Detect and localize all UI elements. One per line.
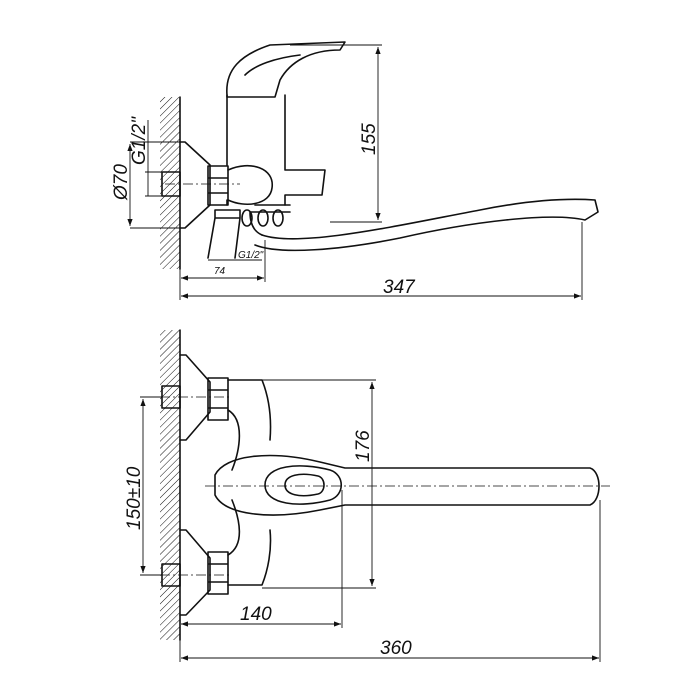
hex-nut bbox=[207, 551, 229, 595]
diverter-ring bbox=[241, 209, 253, 227]
lever-detail bbox=[244, 54, 301, 76]
top-view: 150±10 176 140 360 bbox=[124, 329, 610, 662]
hex-nut bbox=[207, 377, 229, 421]
height-label: 155 bbox=[359, 123, 380, 155]
flange-diameter-label: Ø70 bbox=[111, 164, 132, 201]
lever-recess bbox=[284, 473, 325, 497]
lever-handle bbox=[264, 465, 343, 505]
flange bbox=[179, 354, 211, 441]
outlet-offset-label: 74 bbox=[214, 266, 226, 277]
body-width-label: 176 bbox=[353, 430, 374, 462]
total-length-label: 360 bbox=[380, 638, 412, 659]
swivel-spout bbox=[254, 198, 599, 252]
diverter bbox=[249, 204, 291, 236]
inlet-spacing-label: 150±10 bbox=[124, 466, 145, 530]
side-view: Ø70 G1/2" 155 G1/2" 74 347 bbox=[111, 41, 599, 300]
flange bbox=[179, 141, 211, 229]
outlet-thread bbox=[207, 209, 241, 259]
spout-reach-label: 347 bbox=[383, 277, 416, 298]
diverter-ring bbox=[257, 209, 269, 227]
handle-offset-label: 140 bbox=[240, 604, 272, 625]
eccentric-union bbox=[227, 164, 273, 206]
wall-hatch bbox=[160, 330, 180, 640]
outlet-thread-label: G1/2" bbox=[238, 250, 264, 261]
body bbox=[226, 94, 326, 206]
body bbox=[227, 379, 272, 586]
wall-hatch bbox=[160, 97, 180, 269]
handle-and-spout bbox=[214, 454, 600, 516]
diverter-ring bbox=[272, 209, 284, 227]
lever-handle bbox=[226, 41, 346, 98]
hex-nut bbox=[207, 165, 229, 206]
inlet-thread-label: G1/2" bbox=[129, 116, 150, 165]
flange bbox=[179, 529, 211, 616]
